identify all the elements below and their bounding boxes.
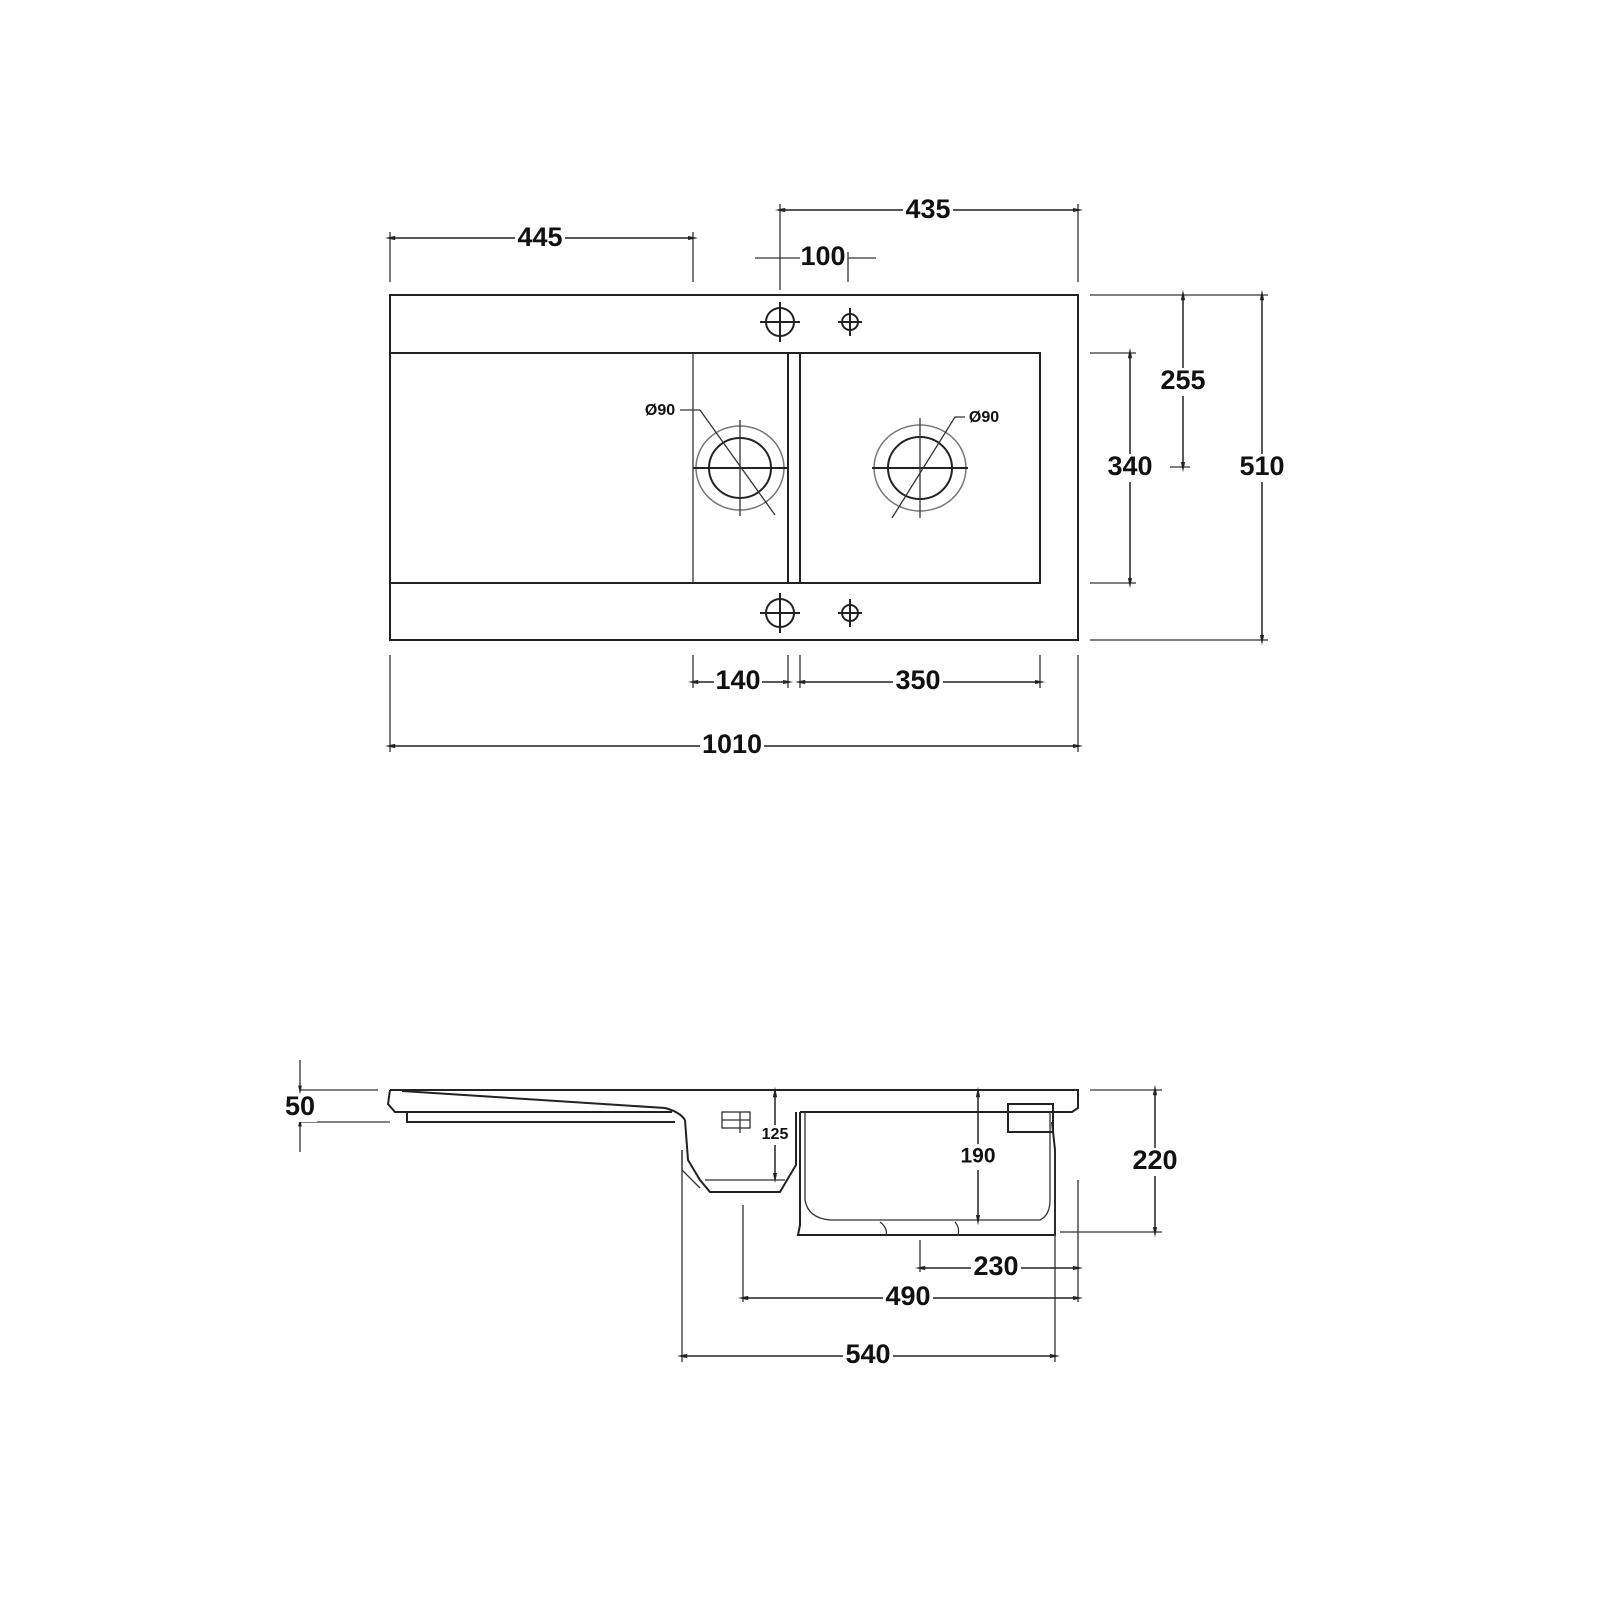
deck-thickness-label: 50 xyxy=(285,1091,315,1121)
small-bowl-profile xyxy=(684,1112,797,1193)
plan-view: Ø90 Ø90 445 435 100 255 3 xyxy=(384,194,1287,760)
drainer-length-label: 445 xyxy=(517,222,562,252)
bowls-width-label: 490 xyxy=(885,1281,930,1311)
waste-right-diameter-label: Ø90 xyxy=(969,409,999,426)
overflow-icon xyxy=(721,1111,751,1133)
small-bowl-inner xyxy=(681,1150,785,1189)
tap-hole-icon xyxy=(760,302,800,342)
drainer-slope xyxy=(401,1090,686,1121)
deck-top-profile xyxy=(386,1089,1079,1113)
waste-right-icon xyxy=(872,416,968,519)
large-bowl-width-label: 350 xyxy=(895,665,940,695)
small-bowl-depth-label: 125 xyxy=(762,1126,789,1143)
bowl-area-outline xyxy=(390,352,1041,584)
cutout-width-label: 540 xyxy=(845,1339,890,1369)
large-bowl-inner xyxy=(804,1112,1051,1221)
tap-spacing-label: 100 xyxy=(800,241,845,271)
large-bowl-depth-label: 190 xyxy=(960,1145,995,1168)
plan-dimension-labels: 445 435 100 255 340 510 140 350 1010 xyxy=(515,194,1287,760)
tap-to-back-label: 255 xyxy=(1160,365,1205,395)
overall-width-label: 1010 xyxy=(702,729,762,759)
overall-depth-label: 510 xyxy=(1239,451,1284,481)
large-bowl-profile xyxy=(796,1112,1056,1236)
tap-hole-small-icon xyxy=(838,599,862,627)
sink-outline xyxy=(389,294,1079,641)
tap-hole-small-icon xyxy=(838,308,862,336)
tap-hole-icon xyxy=(760,593,800,633)
drainer-underside xyxy=(406,1112,675,1123)
large-bowl-grooves xyxy=(879,1221,960,1236)
overflow-box xyxy=(1007,1103,1054,1133)
overall-height-label: 220 xyxy=(1132,1145,1177,1175)
tap-to-edge-label: 435 xyxy=(905,194,950,224)
side-view: 50 125 190 220 230 490 540 xyxy=(283,1060,1180,1370)
waste-left-icon xyxy=(680,409,788,516)
side-dimension-labels: 50 125 190 220 230 490 540 xyxy=(283,1091,1180,1370)
waste-offset-label: 230 xyxy=(973,1251,1018,1281)
bowl-depth-label: 340 xyxy=(1107,451,1152,481)
small-bowl-width-label: 140 xyxy=(715,665,760,695)
waste-left-diameter-label: Ø90 xyxy=(645,402,675,419)
side-extension-lines xyxy=(300,1089,1162,1362)
